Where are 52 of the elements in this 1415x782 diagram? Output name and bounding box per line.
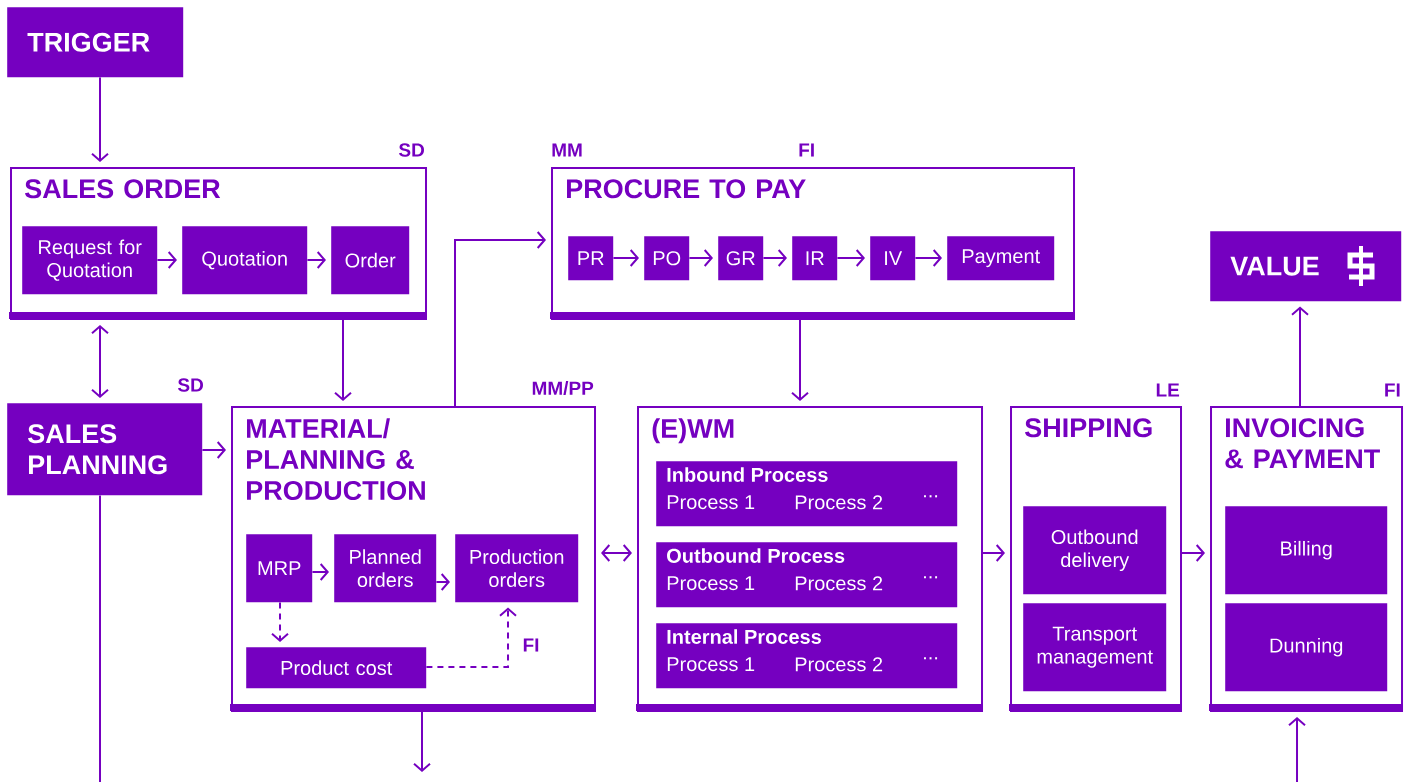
arrow [271, 601, 289, 642]
process-group-box: Internal Process Process 1 Process 2 ... [656, 623, 958, 689]
process-box: Request for Quotation [22, 226, 158, 295]
arrow [762, 249, 787, 267]
module-tag: LE [1156, 383, 1180, 397]
arrow [334, 319, 352, 401]
title-box: TRIGGER [7, 7, 184, 78]
arrow [306, 251, 326, 269]
process-box: Transport management [1023, 603, 1167, 692]
arrow [914, 249, 942, 267]
process-box: Production orders [455, 534, 579, 603]
title-box: VALUE [1210, 231, 1402, 302]
module-tag: MM [552, 143, 582, 157]
title-box: SALES PLANNING [7, 403, 203, 496]
process-box: Order [331, 226, 410, 295]
module-tag: FI [799, 143, 814, 157]
arrow [1288, 717, 1306, 782]
module-tag: SD [398, 143, 424, 157]
process-box: PR [568, 236, 614, 281]
arrow [454, 231, 546, 407]
arrow [156, 251, 177, 269]
process-box: Product cost [246, 647, 427, 689]
arrow [982, 544, 1005, 562]
process-box: GR [718, 236, 764, 281]
process-box: MRP [246, 534, 313, 603]
process-box: Payment [947, 236, 1055, 281]
module-tag: SD [177, 378, 203, 392]
module-tag: MM/PP [532, 380, 594, 396]
process-box: Planned orders [334, 534, 437, 603]
arrow [91, 76, 109, 162]
process-box: IR [792, 236, 838, 281]
process-box: Dunning [1225, 603, 1388, 692]
arrow [791, 319, 809, 401]
arrow [1291, 306, 1309, 407]
arrow [425, 607, 517, 668]
arrow [201, 441, 226, 459]
process-group-box: Outbound Process Process 1 Process 2 ... [656, 542, 958, 608]
module-tag: FI [1385, 383, 1400, 397]
process-box: Quotation [182, 226, 308, 295]
arrow [612, 249, 639, 267]
arrow [688, 249, 713, 267]
arrow [601, 544, 632, 562]
process-group-box: Inbound Process Process 1 Process 2 ... [656, 461, 958, 527]
edge-label: FI [521, 637, 541, 653]
process-box: IV [870, 236, 916, 281]
arrow [836, 249, 865, 267]
arrow [91, 325, 109, 398]
process-box: Billing [1225, 506, 1388, 595]
arrow [413, 711, 431, 772]
process-box: Outbound delivery [1023, 506, 1167, 595]
process-box: PO [644, 236, 690, 281]
arrow [1181, 544, 1205, 562]
